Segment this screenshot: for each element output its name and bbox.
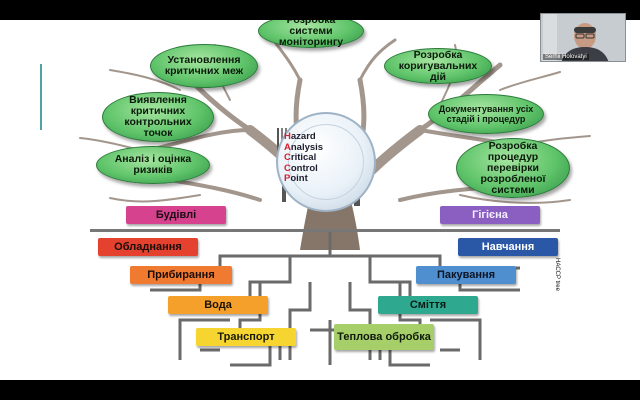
oval-critical-control-points: Виявлення критичних контрольних точок xyxy=(102,92,214,142)
label-packaging: Пакування xyxy=(416,266,516,284)
slide-canvas: Hazard Analysis Critical Control Point Р… xyxy=(0,20,640,380)
oval-risk-analysis: Аналіз і оцінка ризиків xyxy=(96,146,210,184)
label-buildings: Будівлі xyxy=(126,206,226,224)
participant-name: Serhii Holovatyi xyxy=(543,54,589,60)
label-equipment: Обладнання xyxy=(98,238,198,256)
label-transport: Транспорт xyxy=(196,328,296,346)
oval-verification-procedures: Розробка процедур перевірки розробленої … xyxy=(456,138,570,198)
label-water: Вода xyxy=(168,296,268,314)
plate-icon xyxy=(276,112,376,212)
oval-monitoring-system: Розробка системи моніторингу xyxy=(258,20,364,48)
participant-avatar xyxy=(541,14,625,61)
label-hygiene: Гігієна xyxy=(440,206,540,224)
oval-documenting-procedures: Документування усіх стадій і процедур xyxy=(428,94,544,134)
haccp-plate-text: Hazard Analysis Critical Control Point xyxy=(284,131,324,184)
participant-video-tile[interactable]: Serhii Holovatyi xyxy=(540,13,626,62)
accent-line xyxy=(40,64,42,130)
oval-corrective-actions: Розробка коригувальних дій xyxy=(384,48,492,84)
oval-critical-limits: Установлення критичних меж xyxy=(150,44,258,88)
side-caption: HACCP tree xyxy=(554,258,560,291)
ground-line xyxy=(90,229,560,232)
label-training: Навчання xyxy=(458,238,558,256)
label-cleaning: Прибирання xyxy=(130,266,232,284)
label-heat-treatment: Теплова обробка xyxy=(334,324,434,350)
label-waste: Сміття xyxy=(378,296,478,314)
